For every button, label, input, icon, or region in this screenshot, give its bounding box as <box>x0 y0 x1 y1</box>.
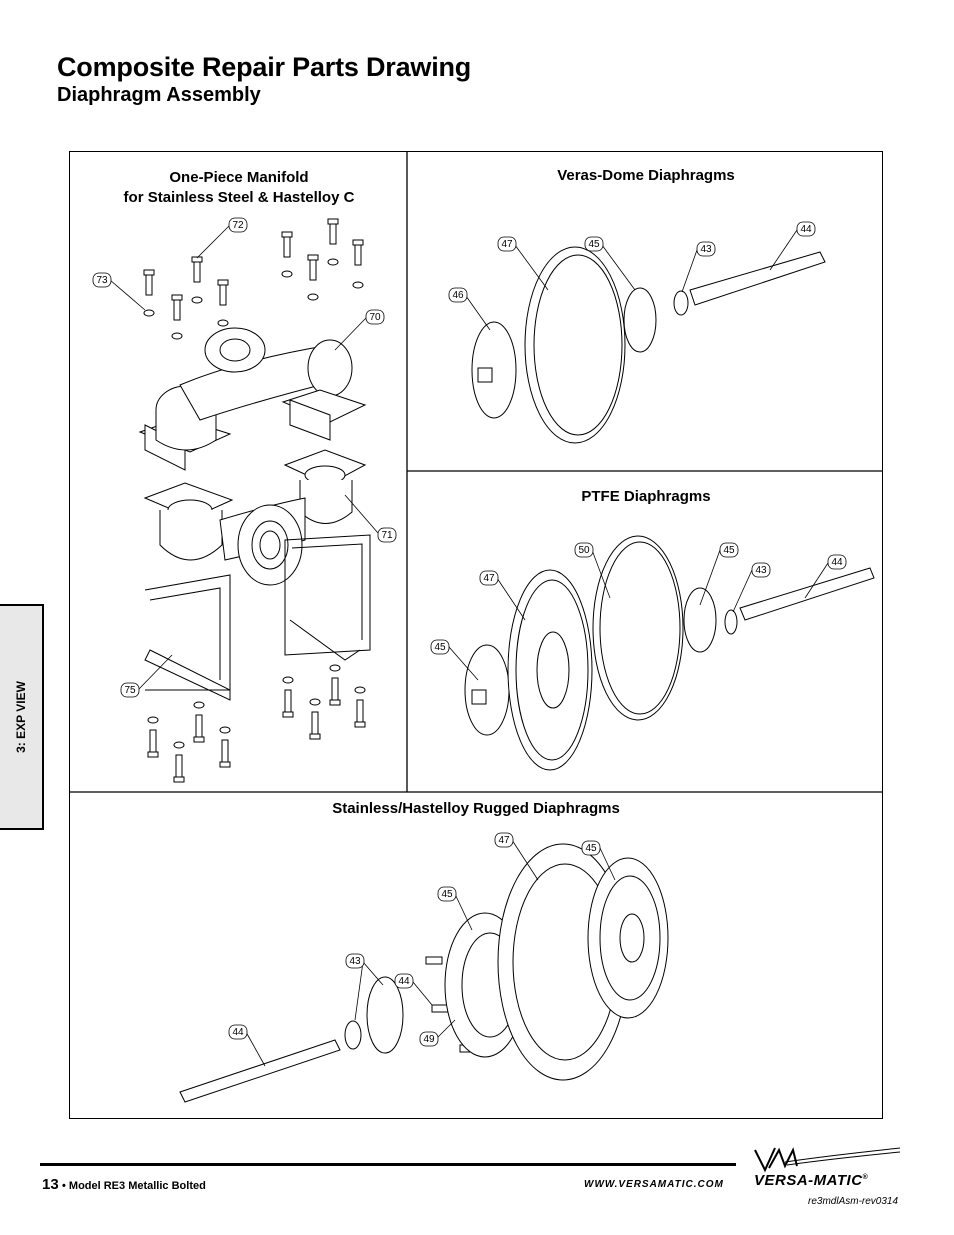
washer-veras <box>673 290 689 316</box>
callouts: 72 73 70 71 75 47 45 43 44 46 50 45 44 4… <box>92 217 847 1067</box>
section-tab: 3: EXP VIEW <box>0 604 44 830</box>
page-subtitle: Diaphragm Assembly <box>57 84 261 106</box>
versamatic-logo <box>754 1147 901 1173</box>
svg-text:45: 45 <box>588 239 600 250</box>
website-link[interactable]: WWW.VERSAMATIC.COM <box>584 1179 724 1190</box>
manifold-bolts-bottom <box>147 664 366 783</box>
callout-72: 72 <box>196 217 248 259</box>
callout-rugged-45a: 45 <box>581 840 616 881</box>
inner-plate-ptfe <box>683 587 717 653</box>
manifold-title-line1: One-Piece Manifold <box>169 169 309 186</box>
manifold-title-line2: for Stainless Steel & Hastelloy C <box>123 189 355 206</box>
washer-ptfe <box>724 609 738 635</box>
brand-wordmark: VERSA-MATIC <box>754 1172 863 1189</box>
svg-text:43: 43 <box>349 956 361 967</box>
svg-text:44: 44 <box>232 1027 244 1038</box>
manifold-washers-top <box>143 258 364 340</box>
callout-veras-46: 46 <box>448 287 491 331</box>
svg-text:46: 46 <box>452 290 464 301</box>
washer-rugged <box>344 1020 362 1050</box>
footer-rule <box>40 1163 736 1166</box>
svg-text:47: 47 <box>501 239 513 250</box>
svg-text:44: 44 <box>398 976 410 987</box>
callout-rugged-45b: 45 <box>437 886 473 931</box>
veras-dome-panel-title: Veras-Dome Diaphragms <box>557 167 735 184</box>
svg-text:45: 45 <box>441 889 453 900</box>
drawing-frame <box>69 151 883 1119</box>
inner-plate-veras <box>623 287 657 353</box>
callout-rugged-49: 49 <box>419 1019 456 1047</box>
callout-73: 73 <box>92 272 146 311</box>
registered-mark: ® <box>862 1174 869 1181</box>
callout-ptfe-50: 50 <box>574 542 611 599</box>
svg-text:45: 45 <box>434 642 446 653</box>
callout-ptfe-47: 47 <box>479 570 526 621</box>
rugged-panel-title: Stainless/Hastelloy Rugged Diaphragms <box>332 800 620 817</box>
ptfe-drawing <box>464 535 875 771</box>
svg-text:50: 50 <box>578 545 590 556</box>
ptfe-panel-title: PTFE Diaphragms <box>581 488 711 505</box>
callout-71: 71 <box>344 494 397 543</box>
svg-text:43: 43 <box>700 244 712 255</box>
callout-70: 70 <box>334 309 385 351</box>
revision-code: re3mdlAsm-rev0314 <box>808 1196 899 1207</box>
callout-ptfe-44: 44 <box>804 554 847 599</box>
inner-plate-rugged <box>366 976 404 1054</box>
svg-text:45: 45 <box>585 843 597 854</box>
callout-veras-43: 43 <box>681 241 716 293</box>
manifold-brackets <box>144 534 371 701</box>
rugged-drawing <box>179 843 669 1103</box>
svg-text:43: 43 <box>755 565 767 576</box>
callout-veras-45: 45 <box>584 236 636 291</box>
svg-text:49: 49 <box>423 1034 435 1045</box>
shaft-ptfe <box>739 567 875 621</box>
callout-rugged-48: 44 <box>394 973 433 1006</box>
svg-text:72: 72 <box>232 220 244 231</box>
svg-text:71: 71 <box>381 530 393 541</box>
model-label: • Model RE3 Metallic Bolted <box>62 1180 206 1192</box>
page-number: 13 <box>42 1176 59 1193</box>
panel-dividers <box>69 151 883 793</box>
callout-ptfe-45a: 45 <box>699 542 739 606</box>
callout-ptfe-43: 43 <box>732 562 771 613</box>
outer-plate-veras <box>471 321 517 419</box>
svg-text:44: 44 <box>800 224 812 235</box>
callout-rugged-44: 44 <box>228 1024 266 1067</box>
brand-name: VERSA-MATIC® <box>754 1172 868 1189</box>
callout-veras-44: 44 <box>769 221 816 271</box>
manifold-drawing <box>138 218 371 783</box>
callout-rugged-43: 43 <box>345 953 384 1021</box>
callout-veras-47: 47 <box>497 236 549 291</box>
shaft-rugged <box>179 1039 341 1103</box>
callout-75: 75 <box>120 654 173 698</box>
shaft-veras <box>689 251 826 306</box>
svg-text:45: 45 <box>723 545 735 556</box>
manifold-bolts-top <box>143 218 364 321</box>
svg-text:75: 75 <box>124 685 136 696</box>
svg-text:47: 47 <box>483 573 495 584</box>
upper-manifold <box>138 327 367 471</box>
svg-text:47: 47 <box>498 835 510 846</box>
svg-text:44: 44 <box>831 557 843 568</box>
manifold-panel-title: One-Piece Manifold for Stainless Steel &… <box>96 168 382 208</box>
callout-rugged-47: 47 <box>494 832 539 881</box>
page-title: Composite Repair Parts Drawing <box>57 52 472 82</box>
svg-text:70: 70 <box>369 312 381 323</box>
svg-text:73: 73 <box>96 275 108 286</box>
callout-ptfe-45b: 45 <box>430 639 479 681</box>
lower-manifold <box>143 449 367 586</box>
veras-dome-drawing <box>471 246 826 444</box>
